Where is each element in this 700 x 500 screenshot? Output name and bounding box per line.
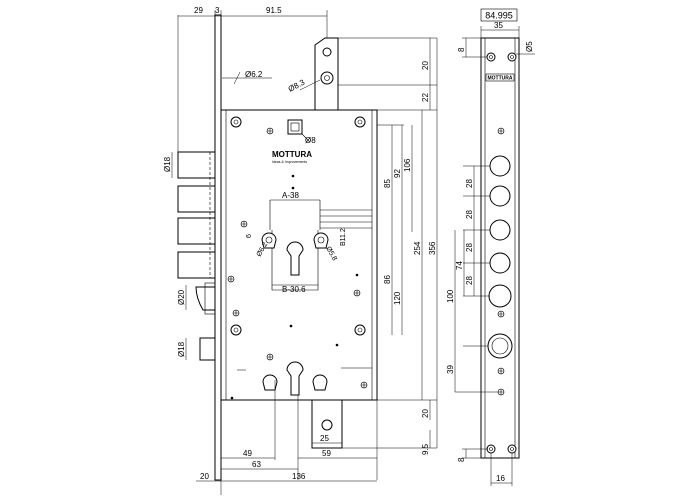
dim-right-20-top: 20 (421, 61, 430, 70)
dim-right-356: 356 (428, 241, 437, 255)
mount-hole-tl (230, 116, 242, 128)
dim-dia-62-top: Ø6.2 (245, 70, 263, 79)
dim-fp-8-bottom: 8 (457, 457, 466, 462)
reference-box (480, 8, 518, 22)
faceplate-latch-hole (488, 284, 512, 308)
dim-right-22: 22 (421, 93, 430, 102)
dim-top-3: 3 (215, 6, 220, 15)
lower-cylinder (237, 361, 372, 396)
dim-fp-74: 74 (455, 261, 464, 270)
dim-right-92: 92 (393, 169, 402, 178)
lock-case (220, 109, 378, 401)
brand-name: MOTTURA (272, 150, 312, 159)
dim-bottom-25: 25 (320, 434, 329, 443)
dim-right-95: 9.5 (421, 443, 430, 455)
mount-hole-br (354, 324, 366, 336)
dim-fp-dia5: Ø5 (525, 41, 534, 52)
dim-dia-62-cyl: Ø6.2 (256, 241, 270, 258)
dim-fp-35: 35 (494, 21, 503, 30)
dim-top-915: 91.5 (266, 6, 282, 15)
dim-fp-28a: 28 (465, 179, 474, 188)
dim-6: 6 (246, 234, 253, 238)
bottom-dimensions: 49 59 25 63 136 20 (196, 380, 378, 495)
dim-dia-83: Ø8.3 (287, 77, 307, 93)
bottom-tab (311, 400, 343, 449)
deadbolts (177, 151, 216, 279)
brand-tagline: Ideas & Improvements (272, 160, 307, 164)
dim-dia-20: Ø20 (177, 289, 186, 305)
top-tab (314, 37, 339, 110)
lock-faceplate (214, 14, 222, 481)
dim-dia-18-bottom: Ø18 (177, 341, 186, 357)
dim-bottom-136: 136 (292, 472, 306, 481)
dim-b112: B11.2 (340, 228, 347, 246)
dim-a38: A-38 (282, 191, 299, 200)
dim-top-29: 29 (194, 6, 203, 15)
dim-fp-100: 100 (446, 289, 455, 303)
faceplate-bolt-hole-2 (489, 185, 511, 207)
right-dimensions: 20 22 85 86 92 120 106 254 356 20 9.5 (338, 37, 438, 455)
dim-fp-39: 39 (446, 365, 455, 374)
dim-right-85: 85 (383, 179, 392, 188)
dim-dia-18-top: Ø18 (163, 156, 172, 172)
bottom-bolt (199, 337, 216, 361)
faceplate-view: MOTTURA (480, 37, 520, 459)
mount-hole-tr (354, 116, 366, 128)
dim-bottom-20: 20 (200, 472, 209, 481)
faceplate-bolt-hole-4 (489, 252, 511, 274)
mount-hole-bl (230, 324, 242, 336)
dim-right-20-bottom: 20 (421, 409, 430, 418)
latch (195, 286, 216, 311)
faceplate-outline (480, 37, 520, 459)
left-dimensions: Ø18 Ø20 Ø18 (163, 152, 187, 360)
faceplate-bolt-hole-3 (489, 219, 511, 241)
reference-code: 84.995 (485, 11, 513, 21)
faceplate-brand: MOTTURA (488, 76, 513, 82)
top-dimensions: 29 3 91.5 Ø6.2 Ø8.3 (177, 6, 328, 152)
dim-fp-28b: 28 (465, 210, 474, 219)
dim-bottom-49: 49 (243, 449, 252, 458)
dim-dia-58: Ø5.8 (324, 246, 338, 263)
dim-fp-8-top: 8 (457, 47, 466, 52)
dim-right-106: 106 (403, 158, 412, 172)
dim-right-120: 120 (393, 291, 402, 305)
dim-fp-28c: 28 (465, 243, 474, 252)
dim-bottom-59: 59 (322, 449, 331, 458)
dim-bottom-63: 63 (252, 460, 261, 469)
dim-b306: B-30.6 (282, 285, 306, 294)
dim-right-86: 86 (383, 275, 392, 284)
faceplate-dimensions: 35 Ø5 8 28 28 28 28 74 100 39 8 16 (446, 21, 535, 486)
faceplate-bolt-hole-1 (489, 155, 511, 177)
dim-fp-16: 16 (496, 474, 505, 483)
upper-cylinder (261, 199, 372, 291)
dim-fp-28d: 28 (465, 276, 474, 285)
dim-right-254: 254 (413, 241, 422, 255)
dim-dia-8: Ø8 (305, 136, 316, 145)
faceplate-lower-hole (487, 333, 513, 359)
handle-follower (287, 119, 303, 135)
